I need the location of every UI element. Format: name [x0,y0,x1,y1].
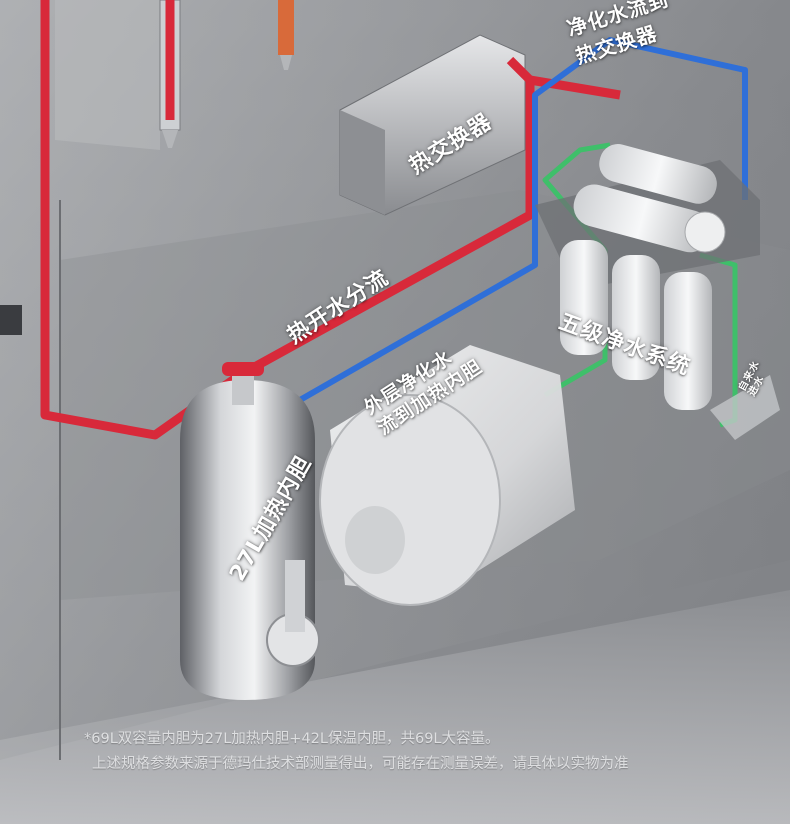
footnote-capacity: *69L双容量内胆为27L加热内胆+42L保温内胆，共69L大容量。 [84,731,500,747]
filter-system [535,144,780,440]
purified-water-pipes [298,37,748,403]
footnote-disclaimer: 上述规格参数来源于德玛仕技术部测量得出，可能存在测量误差，请具体以实物为准 [92,756,629,772]
tap-right-pipe [278,0,294,55]
side-handle [0,305,22,335]
tap-left-nozzle [162,130,178,148]
upper-compartment [55,0,160,150]
insulation-tank [319,345,575,606]
heating-tank [180,362,320,700]
tap-right-nozzle [280,55,292,70]
heat-exchanger-side [340,110,385,215]
floor [0,590,790,824]
